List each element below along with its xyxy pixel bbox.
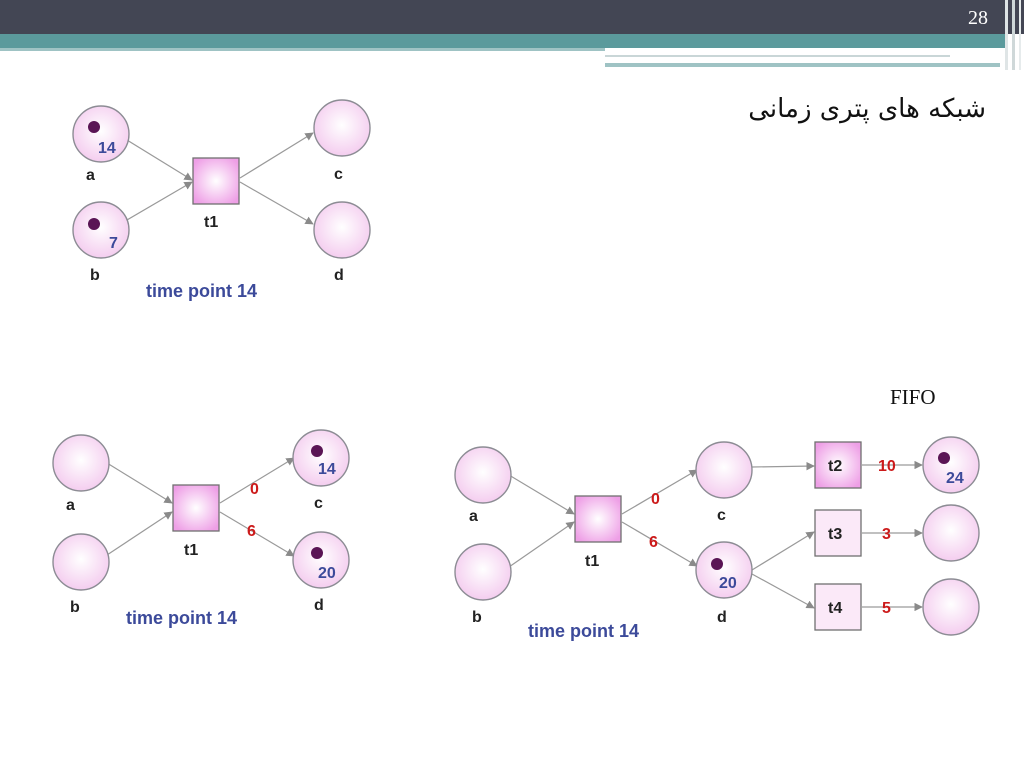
- transition-t1: [574, 495, 622, 543]
- arc-c-t2: [751, 461, 815, 471]
- place-c: [695, 441, 753, 499]
- place-a: [454, 446, 512, 504]
- token-timestamp: 7: [109, 235, 118, 252]
- transition-t1: [172, 484, 220, 532]
- place-b: [454, 543, 512, 601]
- transition-label: t1: [184, 542, 198, 559]
- place-label: d: [717, 609, 727, 626]
- delay-label: 6: [649, 534, 658, 551]
- token-timestamp: 20: [318, 565, 336, 582]
- transition-label: t2: [828, 458, 842, 475]
- delay-label: 0: [250, 481, 259, 498]
- place-label: d: [314, 597, 324, 614]
- header-vertical-stripe: [1012, 0, 1015, 70]
- arc-d-t3: [751, 531, 815, 571]
- place-b: [72, 201, 130, 259]
- arc-t1-c: [621, 469, 698, 515]
- arc-a-t1: [508, 474, 575, 515]
- token-timestamp: 20: [719, 575, 737, 592]
- diagram-3: a b t1 0 6 c 20 d t2 t3 t4 10 3 5 24 tim…: [454, 436, 980, 641]
- slide-title: شبکه های پتری زمانی: [748, 94, 986, 124]
- arc-b-t1: [106, 511, 173, 556]
- transition-label: t4: [828, 600, 842, 617]
- place-d: [292, 531, 350, 589]
- arc-b-t1: [508, 521, 575, 568]
- token: [711, 558, 723, 570]
- delay-label: 3: [882, 526, 891, 543]
- header-accent-band: [0, 34, 1005, 48]
- header-vertical-stripe: [1005, 0, 1008, 70]
- header-vertical-stripe: [1019, 0, 1021, 70]
- header-bar: [0, 0, 1024, 34]
- place-label: b: [70, 599, 80, 616]
- time-point-label: time point 14: [126, 608, 237, 628]
- header-rule-thin: [605, 55, 950, 57]
- header-accent-line: [0, 48, 605, 51]
- delay-label: 5: [882, 600, 891, 617]
- diagram-2: a b t1 0 6 14 c 20 d time point 14: [52, 429, 350, 628]
- place-label: c: [717, 507, 726, 524]
- diagram-1: 14 a 7 b t1 c d time point 14: [72, 99, 371, 301]
- place-label: c: [334, 166, 343, 183]
- fifo-label: FIFO: [890, 385, 936, 409]
- place-a: [52, 434, 110, 492]
- place-d: [695, 541, 753, 599]
- place-t2-output: [922, 436, 980, 494]
- transition-t3: [814, 509, 862, 557]
- arc-a-t1: [106, 462, 173, 504]
- place-d: [313, 201, 371, 259]
- token: [88, 121, 100, 133]
- header-rule-thick: [605, 63, 1000, 67]
- place-label: a: [469, 508, 478, 525]
- delay-label: 0: [651, 491, 660, 508]
- place-t4-output: [922, 578, 980, 636]
- arc-t1-c: [219, 457, 295, 504]
- place-label: b: [90, 267, 100, 284]
- arc-t1-d: [621, 521, 698, 567]
- arc-d-t4: [751, 573, 815, 609]
- transition-label: t1: [585, 553, 599, 570]
- token: [88, 218, 100, 230]
- arc-b-t1: [126, 181, 193, 221]
- arc-t1-c: [239, 132, 314, 179]
- token-timestamp: 14: [318, 461, 336, 478]
- delay-label: 6: [247, 523, 256, 540]
- place-label: d: [334, 267, 344, 284]
- transition-label: t1: [204, 214, 218, 231]
- arc-t1-d: [219, 511, 295, 557]
- token: [311, 547, 323, 559]
- place-b: [52, 533, 110, 591]
- place-c: [313, 99, 371, 157]
- place-label: c: [314, 495, 323, 512]
- token: [311, 445, 323, 457]
- time-point-label: time point 14: [528, 621, 639, 641]
- time-point-label: time point 14: [146, 281, 257, 301]
- place-c: [292, 429, 350, 487]
- place-a: [72, 105, 130, 163]
- slide-number: 28: [968, 7, 988, 29]
- place-label: a: [86, 167, 95, 184]
- place-label: a: [66, 497, 75, 514]
- transition-label: t3: [828, 526, 842, 543]
- delay-label: 10: [878, 458, 896, 475]
- transition-t1: [192, 157, 240, 205]
- token-timestamp: 14: [98, 140, 116, 157]
- token-timestamp: 24: [946, 470, 964, 487]
- place-t3-output: [922, 504, 980, 562]
- token: [938, 452, 950, 464]
- place-label: b: [472, 609, 482, 626]
- transition-t4: [814, 583, 862, 631]
- transition-t2: [814, 441, 862, 489]
- arc-t1-d: [239, 181, 314, 225]
- arc-a-t1: [126, 139, 193, 181]
